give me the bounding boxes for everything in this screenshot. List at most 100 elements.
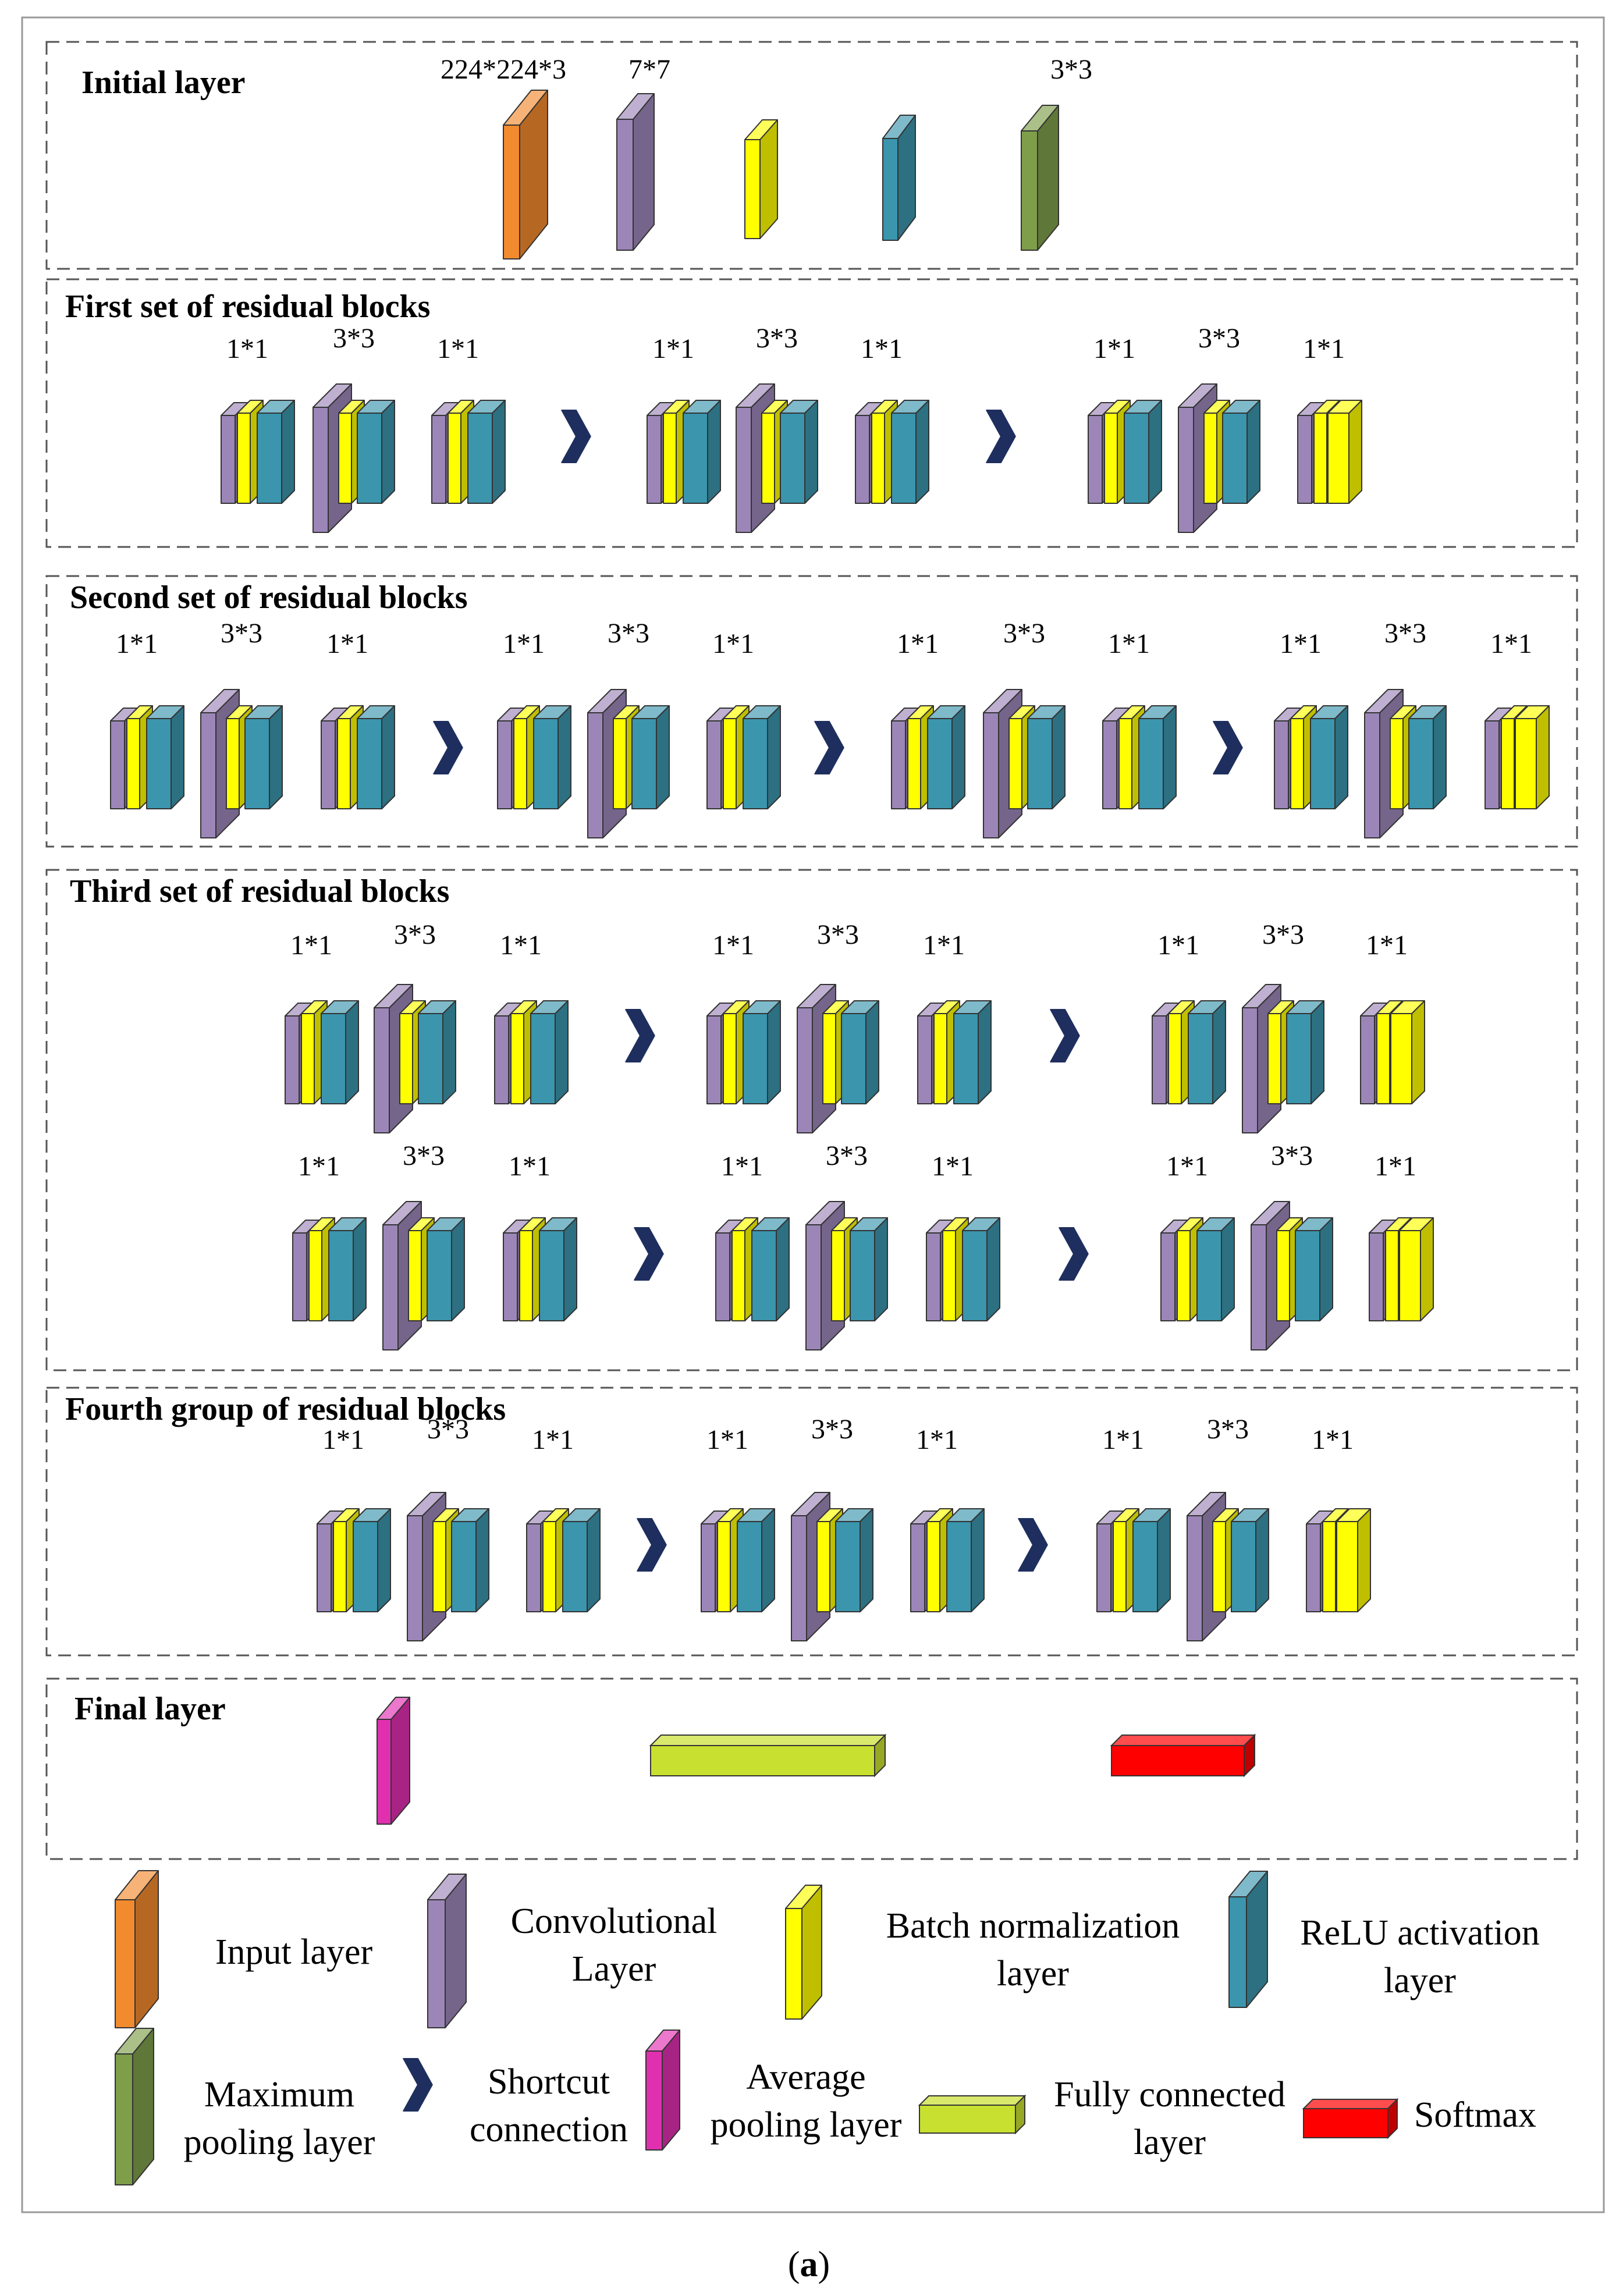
legend-relu-icon [1228, 1871, 1268, 2008]
relu-layer [357, 705, 395, 809]
kernel-1x1-label: 1*1 [712, 930, 754, 961]
kernel-1x1-label: 1*1 [326, 628, 368, 659]
kernel-1x1-label: 1*1 [1303, 333, 1345, 364]
relu-layer [1138, 705, 1177, 809]
kernel-3x3-label: 3*3 [608, 618, 649, 649]
kernel-1x1-label: 1*1 [298, 1151, 340, 1182]
section-box-final [45, 1677, 1578, 1860]
legend-input-icon [115, 1870, 159, 2028]
relu-layer [1295, 1217, 1333, 1321]
relu-layer [1124, 400, 1162, 504]
section-box-fourth [45, 1387, 1578, 1657]
section-title-second: Second set of residual blocks [70, 580, 467, 616]
kernel-1x1-label: 1*1 [712, 628, 754, 659]
shortcut-arrow [1018, 1518, 1048, 1572]
section-box-third [45, 869, 1578, 1371]
relu-layer [1286, 1000, 1324, 1104]
relu-layer [780, 400, 818, 504]
legend-fc-icon [918, 2094, 1027, 2135]
kernel-3x3-label: 3*3 [403, 1140, 445, 1171]
kernel-1x1-label: 1*1 [721, 1151, 763, 1182]
section-title-initial: Initial layer [81, 65, 246, 101]
shortcut-arrow [814, 721, 844, 774]
shortcut-arrow [625, 1009, 655, 1062]
kernel-3x3-label: 3*3 [811, 1414, 853, 1445]
shortcut-arrow [1050, 1009, 1080, 1062]
shortcut-arrow [1059, 1227, 1089, 1281]
relu-layer [891, 400, 929, 504]
kernel-1x1-label: 1*1 [706, 1424, 748, 1455]
relu-layer [539, 1217, 577, 1321]
kernel-1x1-label: 1*1 [116, 628, 158, 659]
softmax-layer [1110, 1733, 1256, 1778]
relu-layer [257, 400, 295, 504]
relu-layer [244, 705, 283, 809]
kernel-1x1-label: 1*1 [916, 1424, 958, 1455]
figure-caption: (a) [788, 2245, 830, 2284]
shortcut-arrow [637, 1518, 667, 1572]
relu-layer [882, 115, 916, 241]
shortcut-arrow [986, 410, 1016, 463]
kernel-3x3-label: 3*3 [427, 1414, 469, 1445]
batch-norm-layer [1327, 400, 1362, 504]
relu-layer [841, 1000, 879, 1104]
relu-layer [530, 1000, 569, 1104]
kernel-1x1-label: 1*1 [1375, 1151, 1416, 1182]
section-box-first [45, 278, 1578, 548]
shortcut-arrow [433, 721, 463, 774]
relu-layer [418, 1000, 456, 1104]
kernel-1x1-label: 1*1 [652, 333, 694, 364]
relu-layer [146, 705, 184, 809]
shortcut-arrow [561, 410, 591, 463]
kernel-1x1-label: 1*1 [1108, 628, 1150, 659]
section-title-fourth: Fourth group of residual blocks [65, 1391, 506, 1427]
legend-maxpool-icon [115, 2028, 154, 2185]
relu-layer [1027, 705, 1066, 809]
kernel-3x3-label: 3*3 [826, 1140, 868, 1171]
kernel-1x1-label: 1*1 [897, 628, 939, 659]
relu-layer [927, 705, 965, 809]
relu-layer [353, 1508, 391, 1612]
kernel-1x1-label: 1*1 [437, 333, 479, 364]
block-labels: 1*1 3*3 1*1 1*1 3*3 1*1 1*1 3*3 1*1 1*1 3*3 1*1 1*1 3… [116, 323, 1532, 1455]
kernel-3x3-label: 3*3 [221, 618, 262, 649]
input-layer [503, 90, 548, 260]
legend-bn-icon [785, 1885, 822, 2020]
conv-kernel-label: 7*7 [628, 54, 670, 85]
kernel-3x3-label: 3*3 [1262, 919, 1304, 950]
section-title-first: First set of residual blocks [65, 289, 430, 325]
kernel-1x1-label: 1*1 [1093, 333, 1135, 364]
outer-frame [21, 16, 1605, 2213]
relu-layer [1132, 1508, 1171, 1612]
relu-layer [1310, 705, 1348, 809]
kernel-1x1-label: 1*1 [1166, 1151, 1208, 1182]
kernel-3x3-label: 3*3 [1207, 1414, 1249, 1445]
batch-norm-layer [744, 119, 778, 239]
kernel-3x3-label: 3*3 [1198, 323, 1240, 354]
legend-input-label: Input layer [215, 1932, 373, 1972]
relu-layer [1408, 705, 1447, 809]
kernel-1x1-label: 1*1 [932, 1151, 974, 1182]
shortcut-arrow [1213, 721, 1243, 774]
kernel-3x3-label: 3*3 [756, 323, 798, 354]
relu-layer [946, 1508, 985, 1612]
diagram-shapes [110, 90, 1550, 2185]
batch-norm-layer [1390, 1000, 1425, 1104]
kernel-1x1-label: 1*1 [861, 333, 903, 364]
relu-layer [737, 1508, 775, 1612]
kernel-3x3-label: 3*3 [817, 919, 859, 950]
input-size-label: 224*224*3 [441, 54, 566, 85]
legend-softmax-icon [1302, 2098, 1399, 2139]
relu-layer [1231, 1508, 1269, 1612]
section-title-final: Final layer [74, 1691, 226, 1727]
kernel-3x3-label: 3*3 [333, 323, 375, 354]
relu-layer [533, 705, 571, 809]
max-pooling-layer [1021, 105, 1059, 251]
batch-norm-layer [1515, 705, 1550, 809]
